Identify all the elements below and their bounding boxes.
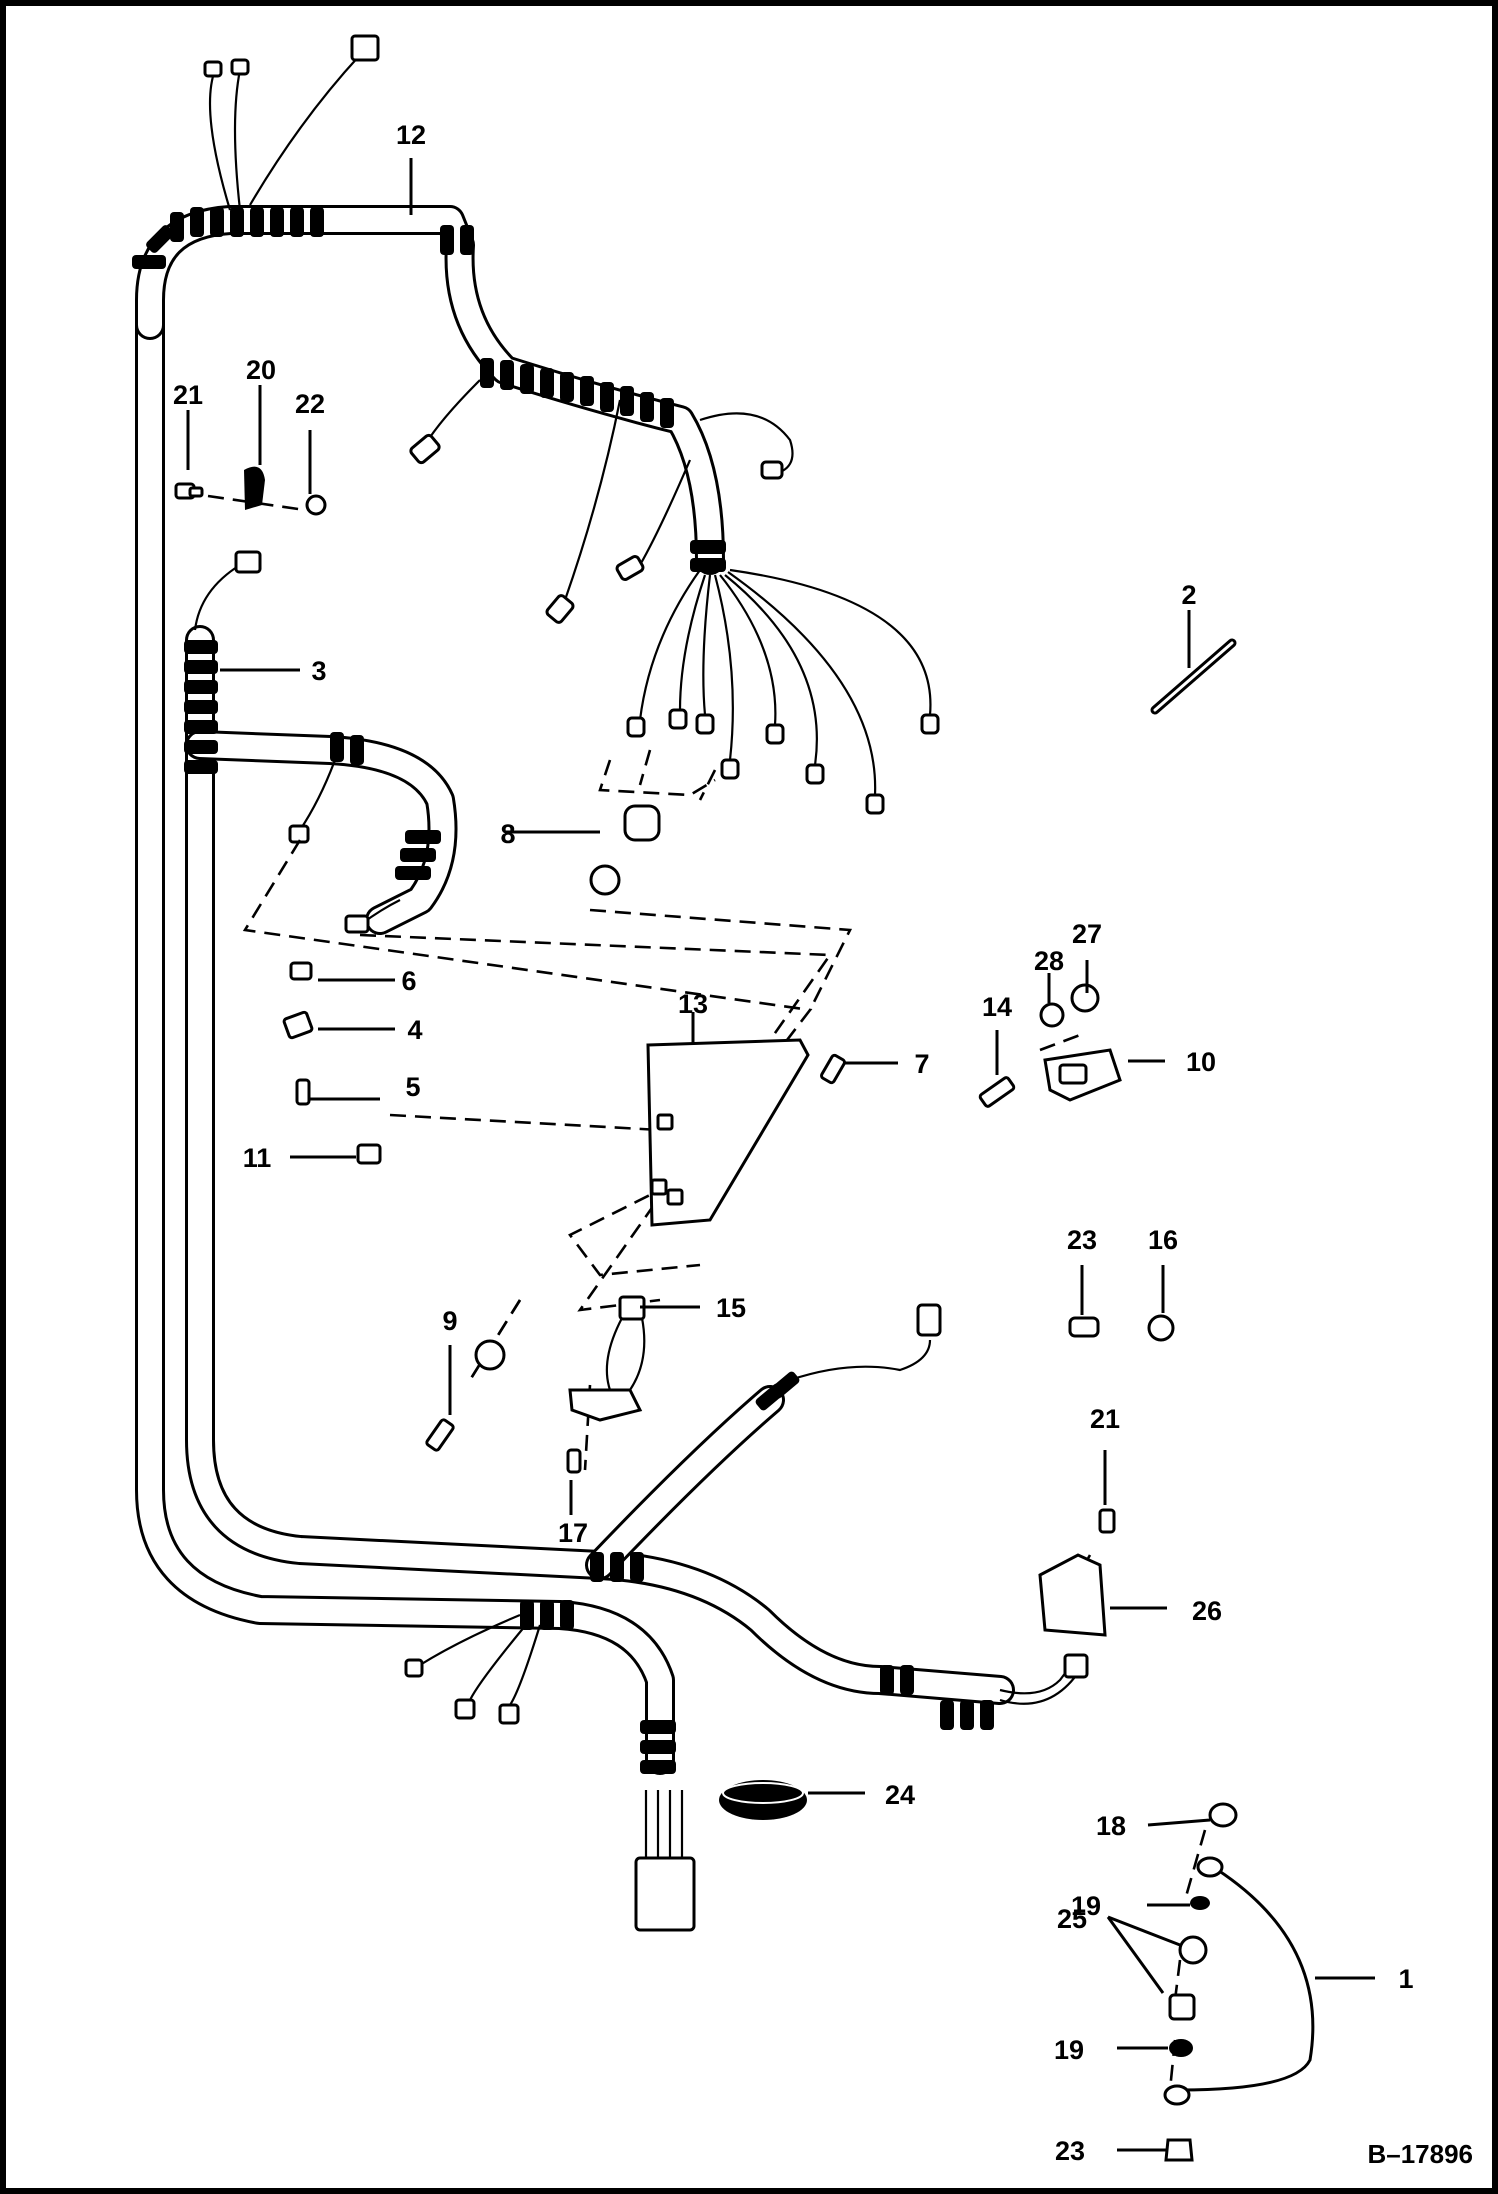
callout-27: 27 — [1072, 919, 1102, 949]
callout-8: 8 — [500, 819, 515, 849]
callout-5: 5 — [405, 1072, 420, 1102]
callout-23-upper: 23 — [1067, 1225, 1097, 1255]
callout-12: 12 — [396, 120, 426, 150]
callout-9: 9 — [442, 1306, 457, 1336]
callout-19-lower: 19 — [1054, 2035, 1084, 2065]
callout-26: 26 — [1192, 1596, 1222, 1626]
callout-2: 2 — [1181, 580, 1196, 610]
main-harness — [132, 34, 940, 1775]
harness-3 — [184, 550, 1089, 1932]
callout-19-upper: 19 — [1071, 1891, 1101, 1921]
callout-4: 4 — [407, 1015, 422, 1045]
callout-17: 17 — [558, 1518, 588, 1548]
callout-24: 24 — [885, 1780, 915, 1810]
callout-6: 6 — [401, 966, 416, 996]
callout-14: 14 — [982, 992, 1012, 1022]
callout-10: 10 — [1186, 1047, 1216, 1077]
callout-11: 11 — [243, 1143, 272, 1173]
callout-16: 16 — [1148, 1225, 1178, 1255]
figure-reference-number: B–17896 — [1367, 2139, 1473, 2169]
callout-25: 25 — [1057, 1904, 1087, 1934]
callout-20: 20 — [246, 355, 276, 385]
callout-22: 22 — [295, 389, 325, 419]
callout-labels: 1 2 3 4 5 6 7 8 9 10 11 12 13 14 15 16 1… — [173, 120, 1473, 2169]
leader-lines — [186, 158, 1375, 2152]
callout-28: 28 — [1034, 946, 1064, 976]
callout-15: 15 — [716, 1293, 746, 1323]
callout-1: 1 — [1398, 1964, 1413, 1994]
callout-21-lower: 21 — [1090, 1404, 1120, 1434]
callout-13: 13 — [678, 989, 708, 1019]
hardware-parts — [174, 466, 1315, 2162]
callout-7: 7 — [914, 1049, 929, 1079]
callout-23-lower: 23 — [1055, 2136, 1085, 2166]
callout-3: 3 — [311, 656, 326, 686]
callout-21-upper: 21 — [173, 380, 203, 410]
callout-18: 18 — [1096, 1811, 1126, 1841]
